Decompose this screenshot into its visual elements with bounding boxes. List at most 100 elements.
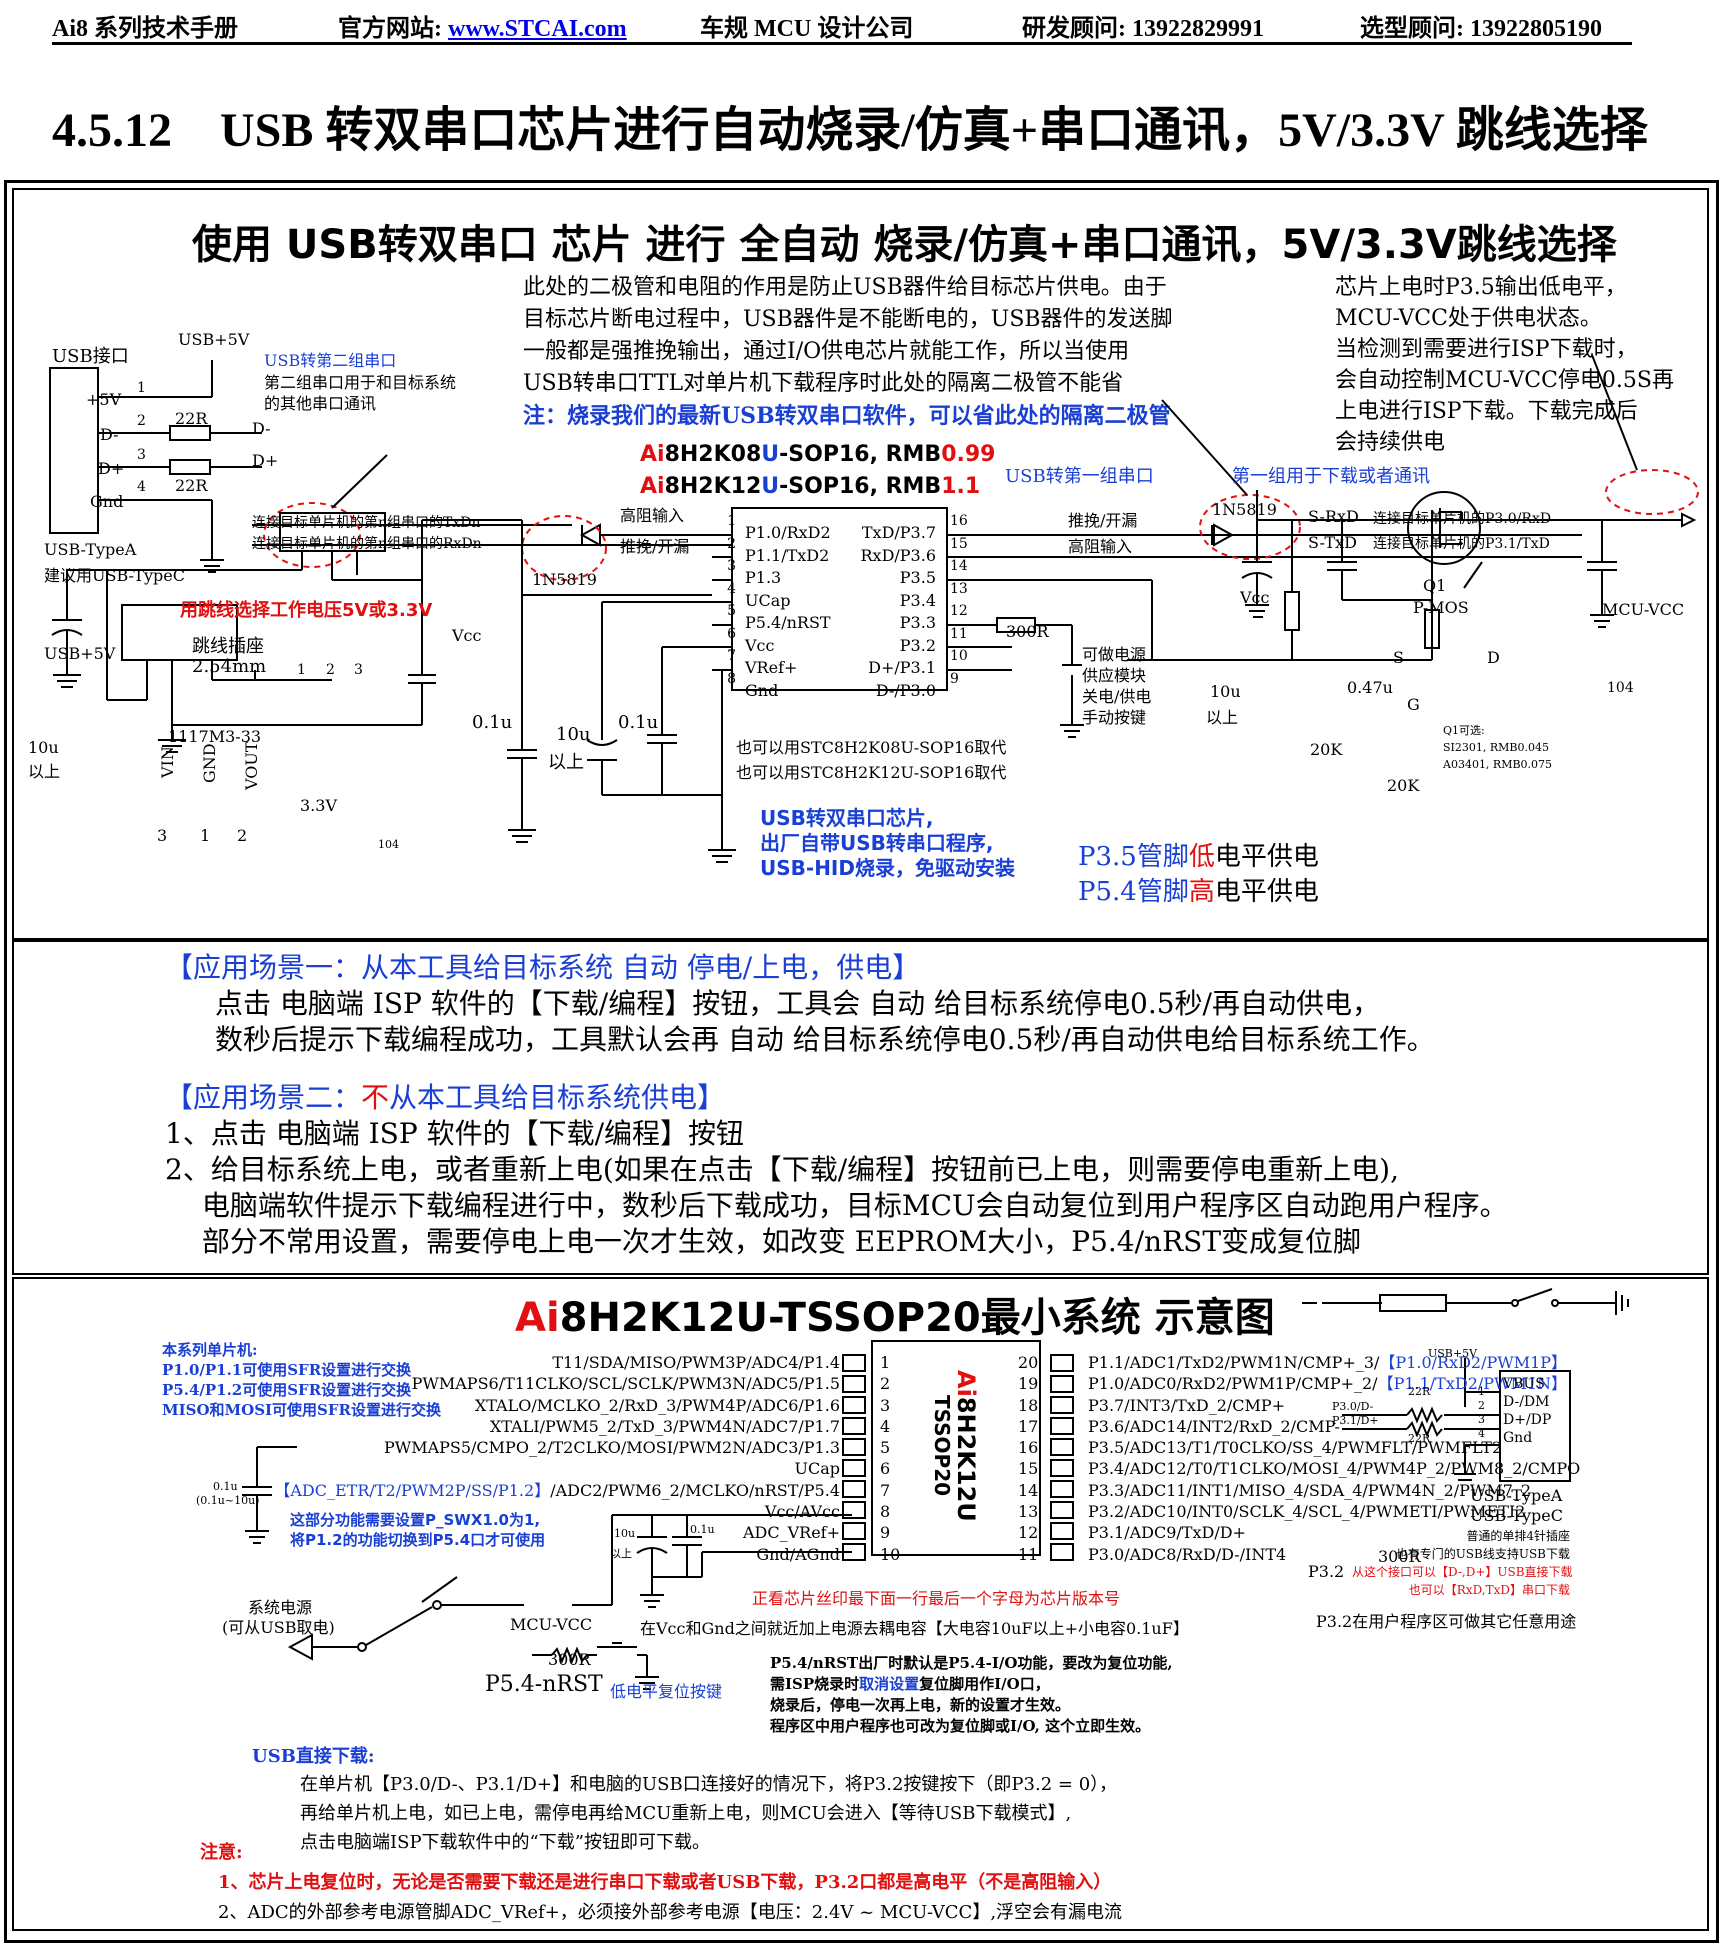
usb-port-label: USB接口 (52, 346, 129, 367)
notice-title: 注意: (200, 1842, 243, 1863)
website-link[interactable]: www.STCAI.com (448, 16, 627, 42)
uart1-title: USB转第一组串口 (1005, 466, 1154, 487)
scene1-line1: 点击 电脑端 ISP 软件的【下载/编程】按钮，工具会 自动 给目标系统停电0.… (215, 987, 1380, 1020)
scene2-line2: 2、给目标系统上电，或者重新上电(如果在点击【下载/编程】按钮前已上电，则需要停… (165, 1153, 1400, 1186)
panel1-schematic (49, 354, 1699, 863)
chip1-price: Ai8H2K08U-SOP16, RMB0.99 (640, 442, 996, 467)
usb-pin-5v: +5V (86, 390, 122, 409)
cap01u-range: (0.1u~10u) (196, 1494, 260, 1507)
p32-label: P3.2 (1308, 1562, 1345, 1581)
panel3-schematic (242, 1288, 1629, 1690)
cap10u-2: 10u (1210, 682, 1241, 701)
panel1-frame (12, 188, 1709, 940)
r20k-1: 20K (1310, 740, 1343, 759)
sel-advisor: 选型顾问: 13922805190 (1360, 16, 1602, 42)
usb-pin-dm: D- (100, 425, 119, 444)
v33-label: 3.3V (300, 796, 337, 815)
c104-2: 104 (1607, 680, 1634, 696)
cap01u-vcc: 0.1u (690, 1523, 715, 1536)
scene2-title: 【应用场景二：不从本工具给目标系统供电】 (165, 1081, 726, 1114)
mcu-vcc-highlight (1605, 469, 1699, 515)
usb-5v-label: USB+5V (178, 330, 250, 349)
mcu-vcc-2: MCU-VCC (510, 1615, 593, 1634)
jumper-pin-3: 3 (354, 662, 363, 678)
usb-r22b: 22R (1408, 1432, 1431, 1445)
usb-5v-2: USB+5V (1428, 1347, 1478, 1360)
chip2-body (871, 1340, 1041, 1556)
hiz-in-right: 高阻输入 (1068, 537, 1133, 556)
res-22r-1 (169, 425, 211, 441)
r20k-2: 20K (1387, 776, 1420, 795)
panel3-frame (12, 1277, 1709, 1931)
jumper-pin-2: 2 (326, 662, 335, 678)
diode-right-highlight (1199, 494, 1301, 560)
p35-note: P3.5管脚低电平供电 (1078, 842, 1319, 872)
diode-right-label: 1N5819 (1212, 500, 1277, 519)
usb-pin-gnd: Gnd (90, 492, 124, 511)
scene2-line3: 电脑端软件提示下载编程进行中，数秒后下载成功，目标MCU会自动复位到用户程序区自… (165, 1189, 1508, 1222)
ldo-label: 1117M3-33 (168, 727, 262, 746)
chip2-right-pads (1050, 1352, 1074, 1561)
diode-left-label: 1N5819 (532, 570, 597, 589)
cap-10u-label: 10u (28, 738, 59, 757)
chip2-price: Ai8H2K12U-SOP16, RMB1.1 (640, 474, 981, 499)
res-300r-reset (551, 1646, 588, 1664)
q1-label: Q1 (1423, 576, 1447, 595)
pmos-g: G (1407, 695, 1420, 714)
swx-note: 这部分功能需要设置P_SWX1.0为1,将P1.2的功能切换到P5.4口才可使用 (290, 1511, 546, 1549)
usb-header-box (1499, 1370, 1571, 1482)
chip2-name: Ai8H2K12U (952, 1370, 980, 1522)
c01u-label: 0.1u (472, 712, 513, 733)
res-22r-label-1: 22R (175, 409, 208, 428)
res-22r-label-2: 22R (175, 476, 208, 495)
reset-r300: 300R (548, 1650, 591, 1669)
diode-left-highlight (521, 515, 607, 581)
scene1-title: 【应用场景一：从本工具给目标系统 自动 停电/上电，供电】 (165, 951, 921, 984)
reset-button[interactable]: 低电平复位按键 (610, 1682, 723, 1701)
p32-note: P3.2在用户程序区可做其它任意用途 (1316, 1612, 1577, 1631)
pushpull-right: 推挽/开漏 (1068, 511, 1138, 530)
ldo-vin: VIN (158, 746, 177, 778)
pmos-label: P-MOS (1413, 598, 1469, 617)
vcc-label: Vcc (452, 626, 482, 645)
dm-label: D- (252, 419, 271, 438)
usb-typec: 建议用USB-TypeC (44, 566, 186, 585)
conn-txd: 连接目标单片机的第n组串口的TxDn (252, 515, 481, 531)
usb-pin-num-3: 3 (137, 447, 146, 463)
pushpull-left: 推挽/开漏 (620, 537, 690, 556)
header-rule (52, 42, 1632, 45)
uart1-desc: 第一组用于下载或者通讯 (1232, 466, 1430, 487)
conn-p30: 连接目标单片机的P3.0/RxD (1373, 511, 1552, 527)
rd-advisor: 研发顾问: 13922829991 (1022, 16, 1264, 42)
usb5v-2: USB+5V (44, 644, 116, 663)
notice-2: 2、ADC的外部参考电源管脚ADC_VRef+，必须接外部参考电源【电压：2.4… (218, 1902, 1123, 1923)
notice-1: 1、芯片上电复位时，无论是否需要下载还是进行串口下载或者USB下载，P3.2口都… (218, 1872, 1112, 1893)
p54-note: P5.4管脚高电平供电 (1078, 877, 1319, 907)
conn-rxd: 连接目标单片机的第n组串口的RxDn (252, 536, 482, 552)
conn-p31: 连接目标单片机的P3.1/TxD (1373, 536, 1550, 552)
mcu-vcc-label: MCU-VCC (1602, 600, 1685, 619)
chip2-package: TSSOP20 (930, 1395, 954, 1497)
above-2: 以上 (1206, 708, 1239, 727)
blue-box-note: USB转双串口芯片,出厂自带USB转串口程序,USB-HID烧录，免驱动安装 (760, 806, 1015, 880)
usb-p31: P3.1/D+ (1332, 1414, 1379, 1427)
usb-connector-box (49, 367, 99, 534)
srxd: S-RxD (1308, 507, 1359, 526)
jumper-title: 用跳线选择工作电压5V或3.3V (180, 600, 433, 621)
usb-pin-num-4: 4 (137, 479, 146, 495)
res-20k-1 (1284, 591, 1300, 631)
pmos-q1 (1407, 491, 1481, 565)
alt-chip-2: 也可以用STC8H2K12U-SOP16取代 (736, 763, 1007, 782)
r300-label: 300R (1006, 622, 1049, 641)
ldo-vout: VOUT (242, 741, 261, 790)
diode-note: 此处的二极管和电阻的作用是防止USB器件给目标芯片供电。由于目标芯片断电过程中，… (523, 275, 1173, 429)
c104-label: 104 (378, 838, 399, 851)
scene1-line2: 数秒后提示下载编程成功，工具默认会再 自动 给目标系统停电0.5秒/再自动供电给… (215, 1023, 1435, 1056)
panel2-frame (12, 940, 1709, 1275)
